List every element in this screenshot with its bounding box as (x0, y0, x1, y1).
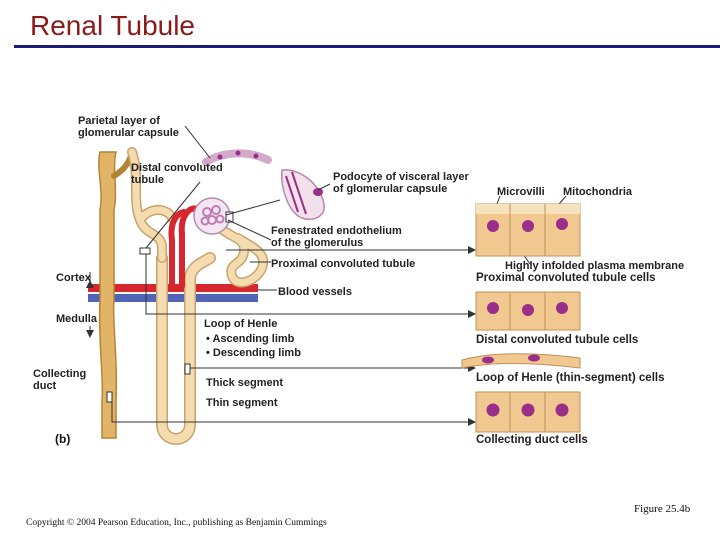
henle-cells-panel (461, 353, 581, 369)
label-cortex: Cortex (56, 272, 91, 284)
distal-tubule-inner (128, 148, 176, 262)
copyright-notice: Copyright © 2004 Pearson Education, Inc.… (26, 518, 327, 528)
label-proximal-cells: Proximal convoluted tubule cells (476, 272, 656, 284)
page-title: Renal Tubule (30, 10, 196, 41)
section-markers (106, 211, 234, 403)
collecting-duct-shape (98, 151, 118, 439)
label-collecting-cells: Collecting duct cells (476, 434, 588, 446)
label-mitochondria: Mitochondria (563, 186, 633, 198)
label-thin-segment: Thin segment (206, 397, 278, 409)
glomerulus-capillaries (200, 205, 225, 226)
label-ascending-limb: • Ascending limb (206, 333, 295, 345)
podocyte-detail (281, 169, 325, 220)
figure-number: Figure 25.4b (634, 503, 691, 515)
label-infolded-membrane: Highly infolded plasma membrane (505, 260, 685, 272)
label-henle-cells: Loop of Henle (thin-segment) cells (476, 372, 665, 384)
distal-cells-panel (475, 291, 581, 331)
label-proximal-tubule: Proximal convoluted tubule (271, 258, 416, 270)
panel-tag: (b) (55, 432, 71, 446)
parietal-layer-cells (202, 149, 272, 166)
label-distal-cells: Distal convoluted tubule cells (476, 334, 639, 346)
proximal-cells-panel (475, 203, 581, 257)
title-rule (14, 45, 720, 48)
loop-of-henle-inner (157, 253, 215, 444)
label-medulla: Medulla (56, 313, 97, 325)
label-descending-limb: • Descending limb (206, 347, 301, 359)
label-blood-vessels: Blood vessels (278, 286, 352, 298)
label-thick-segment: Thick segment (206, 377, 284, 389)
label-loop-of-henle: Loop of Henle (204, 318, 278, 330)
label-microvilli: Microvilli (497, 186, 545, 198)
collecting-cells-panel (475, 391, 581, 433)
vein-band (88, 294, 258, 302)
proximal-tubule-inner (210, 218, 267, 286)
leader-lines (111, 125, 567, 423)
